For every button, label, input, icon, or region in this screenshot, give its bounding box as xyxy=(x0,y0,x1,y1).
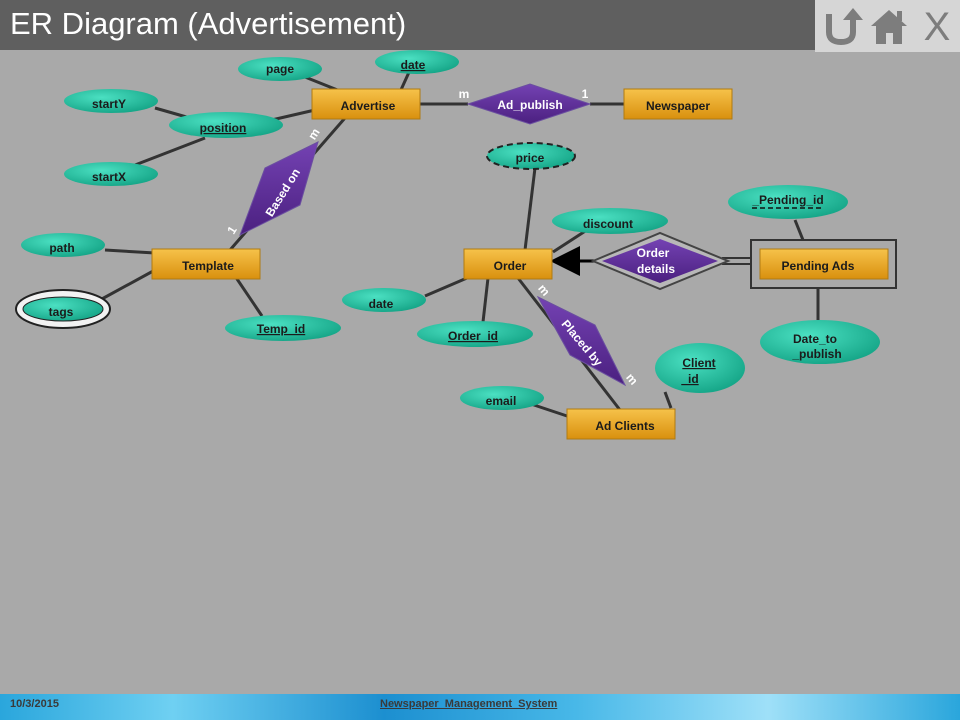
entity-newspaper: Newspaper xyxy=(623,88,733,120)
page-title: ER Diagram (Advertisement) xyxy=(10,6,407,41)
svg-text:date: date xyxy=(369,297,394,311)
entity-label: Pending Ads xyxy=(782,259,855,273)
attribute-date-key: date xyxy=(375,50,459,74)
relationship-label-line1: Order xyxy=(637,246,670,260)
svg-text:Order_id: Order_id xyxy=(448,329,498,343)
attribute-position: position xyxy=(169,112,283,138)
attribute-path: path xyxy=(21,233,105,257)
attribute-order-date: date xyxy=(342,288,426,312)
attribute-price-derived: price xyxy=(486,142,576,170)
cardinality-label: 1 xyxy=(582,87,589,101)
attribute-page: page xyxy=(238,57,322,81)
relationship-label: Ad_publish xyxy=(497,98,562,112)
footer-system-name: Newspaper_Management_System xyxy=(380,698,558,710)
svg-text:startX: startX xyxy=(92,170,126,184)
entity-label: Template xyxy=(182,259,234,273)
cardinality-label: m xyxy=(623,370,641,387)
undo-arrow-icon[interactable] xyxy=(819,4,863,48)
relationship-order-details: Order details xyxy=(590,231,731,291)
relationship-based-on: Based on xyxy=(239,141,319,237)
entity-label: Order xyxy=(494,259,527,273)
cardinality-label: m xyxy=(535,281,553,298)
entity-label: Newspaper xyxy=(646,99,710,113)
svg-text:_id: _id xyxy=(680,372,698,386)
close-icon: X xyxy=(924,5,951,48)
home-icon[interactable] xyxy=(867,4,911,48)
svg-text:Date_to: Date_to xyxy=(793,332,837,346)
attribute-email: email xyxy=(460,386,544,410)
cardinality-label: m xyxy=(459,87,470,101)
svg-text:date: date xyxy=(401,58,426,72)
relationship-placed-by: Placed by xyxy=(536,295,627,387)
footer-bar: 10/3/2015 Newspaper_Management_System xyxy=(0,694,960,720)
entity-order: Order xyxy=(463,248,553,280)
attribute-discount: discount xyxy=(552,208,668,234)
nav-bar: X xyxy=(815,0,960,52)
total-participation-lines xyxy=(722,257,752,265)
svg-text:discount: discount xyxy=(583,217,633,231)
svg-text:tags: tags xyxy=(49,305,74,319)
entity-ad-clients: Ad Clients xyxy=(566,408,676,440)
attribute-tags-multivalued: tags xyxy=(15,289,111,329)
attribute-starty: startY xyxy=(64,89,158,113)
svg-text:Client: Client xyxy=(682,356,715,370)
svg-text:position: position xyxy=(200,121,247,135)
attribute-temp-id: Temp_id xyxy=(225,315,341,341)
svg-text:Temp_id: Temp_id xyxy=(257,322,305,336)
attribute-pending-id: _Pending_id xyxy=(728,185,848,219)
svg-text:price: price xyxy=(516,151,545,165)
title-bar: ER Diagram (Advertisement) xyxy=(0,0,815,50)
attribute-client-id: Client _id xyxy=(655,343,745,393)
close-button[interactable]: X xyxy=(915,4,959,48)
svg-text:_publish: _publish xyxy=(791,347,841,361)
attribute-date-to-publish: Date_to _publish xyxy=(760,320,880,364)
relationship-ad-publish: Ad_publish xyxy=(466,83,592,125)
entity-label: Advertise xyxy=(341,99,396,113)
cardinality-label: m xyxy=(305,126,323,142)
relationship-label-line2: details xyxy=(637,262,675,276)
svg-text:startY: startY xyxy=(92,97,126,111)
cardinality-label: 1 xyxy=(224,223,240,236)
svg-text:email: email xyxy=(486,394,517,408)
entity-template: Template xyxy=(151,248,261,280)
attribute-startx: startX xyxy=(64,162,158,186)
svg-text:_Pending_id: _Pending_id xyxy=(751,193,823,207)
entity-label: Ad Clients xyxy=(595,419,655,433)
footer-date: 10/3/2015 xyxy=(10,698,59,710)
attribute-order-id: Order_id xyxy=(417,321,533,347)
er-diagram: Ad_publish Based on Order details Placed… xyxy=(15,50,897,440)
entity-advertise: Advertise xyxy=(311,88,421,120)
svg-text:path: path xyxy=(49,241,74,255)
svg-text:page: page xyxy=(266,62,294,76)
entity-pending-ads: Pending Ads xyxy=(750,239,897,289)
